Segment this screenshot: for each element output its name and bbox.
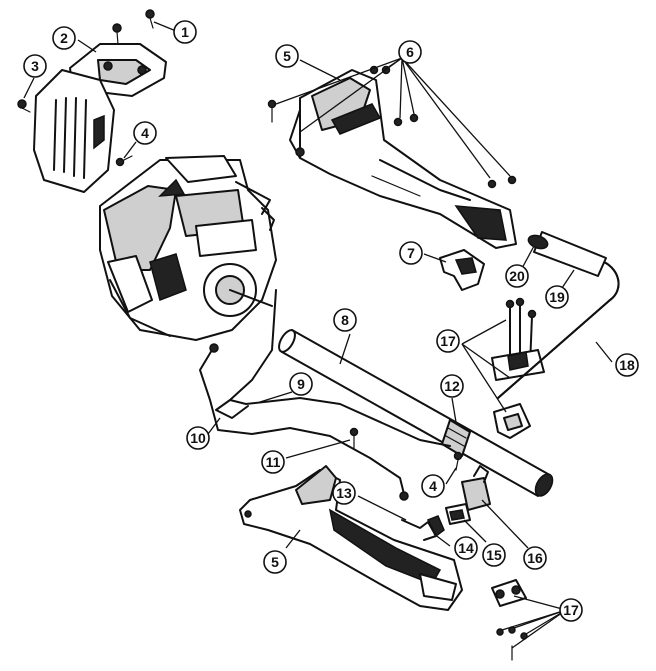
callout-8: 8 bbox=[333, 308, 357, 332]
grip-cap-part-20 bbox=[527, 234, 549, 250]
callout-label: 19 bbox=[549, 289, 565, 305]
screw-part-4 bbox=[115, 155, 133, 167]
callout-label: 20 bbox=[509, 268, 525, 284]
callout-7: 7 bbox=[399, 241, 423, 265]
callout-label: 17 bbox=[563, 602, 579, 618]
callout-18: 18 bbox=[615, 353, 639, 377]
screw-top-cover bbox=[112, 23, 122, 45]
callout-1: 1 bbox=[173, 20, 197, 44]
callout-14: 14 bbox=[454, 536, 478, 560]
throttle-cable-part-9 bbox=[215, 289, 451, 447]
callout-label: 3 bbox=[31, 58, 39, 74]
screw-part-3 bbox=[17, 99, 31, 113]
handle-housing-lower bbox=[239, 465, 463, 611]
callout-11: 11 bbox=[261, 450, 285, 474]
callout-4-lower: 4 bbox=[421, 474, 445, 498]
handle-bar-part-18 bbox=[497, 261, 620, 399]
callout-label: 18 bbox=[619, 357, 635, 373]
callout-16: 16 bbox=[523, 546, 547, 570]
ignition-wire-part-10 bbox=[199, 343, 409, 501]
engine-block bbox=[99, 155, 277, 341]
switch-part-15 bbox=[445, 503, 471, 525]
leader-lines bbox=[23, 21, 613, 649]
handle-housing-upper bbox=[289, 69, 517, 249]
callout-2: 2 bbox=[52, 26, 76, 50]
callout-label: 12 bbox=[444, 378, 460, 394]
callout-13: 13 bbox=[332, 481, 356, 505]
callout-label: 9 bbox=[297, 376, 305, 392]
callout-10: 10 bbox=[186, 426, 210, 450]
callout-6: 6 bbox=[398, 40, 422, 64]
callout-17-lower: 17 bbox=[559, 598, 583, 622]
callout-20: 20 bbox=[505, 264, 529, 288]
callout-label: 6 bbox=[406, 44, 414, 60]
callout-label: 14 bbox=[458, 540, 474, 556]
screw-part-4-lower bbox=[453, 451, 463, 471]
callout-label: 5 bbox=[283, 48, 291, 64]
callout-12: 12 bbox=[440, 374, 464, 398]
callout-label: 15 bbox=[486, 547, 502, 563]
handle-clamp-lower-part-17 bbox=[491, 579, 528, 661]
shaft-tube-part-8 bbox=[278, 329, 554, 497]
callout-label: 1 bbox=[181, 24, 189, 40]
callout-15: 15 bbox=[482, 543, 506, 567]
callout-label: 5 bbox=[271, 554, 279, 570]
callout-3: 3 bbox=[23, 54, 47, 78]
callout-label: 4 bbox=[429, 478, 437, 494]
screw-part-11 bbox=[349, 427, 359, 449]
bracket-part-16 bbox=[461, 465, 491, 511]
callout-9: 9 bbox=[289, 372, 313, 396]
callout-label: 11 bbox=[266, 454, 281, 470]
callout-label: 16 bbox=[527, 550, 543, 566]
callout-label: 2 bbox=[60, 30, 68, 46]
callout-label: 7 bbox=[407, 245, 415, 261]
handle-clamp-bolts-part-17 bbox=[491, 297, 545, 439]
callout-4-upper: 4 bbox=[133, 121, 157, 145]
spring-part-13 bbox=[401, 519, 437, 541]
callout-label: 4 bbox=[141, 125, 149, 141]
lever-part-14 bbox=[426, 515, 445, 538]
callout-label: 8 bbox=[341, 312, 349, 328]
callout-label: 17 bbox=[440, 333, 456, 349]
callout-5-upper: 5 bbox=[275, 44, 299, 68]
callout-label: 10 bbox=[190, 430, 206, 446]
screw-part-1 bbox=[145, 9, 155, 29]
throttle-trigger-part-7 bbox=[439, 249, 485, 291]
callout-label: 13 bbox=[336, 485, 352, 501]
callout-5-lower: 5 bbox=[263, 550, 287, 574]
callout-17-upper: 17 bbox=[436, 329, 460, 353]
engine-shroud bbox=[33, 69, 115, 193]
callout-19: 19 bbox=[545, 285, 569, 309]
